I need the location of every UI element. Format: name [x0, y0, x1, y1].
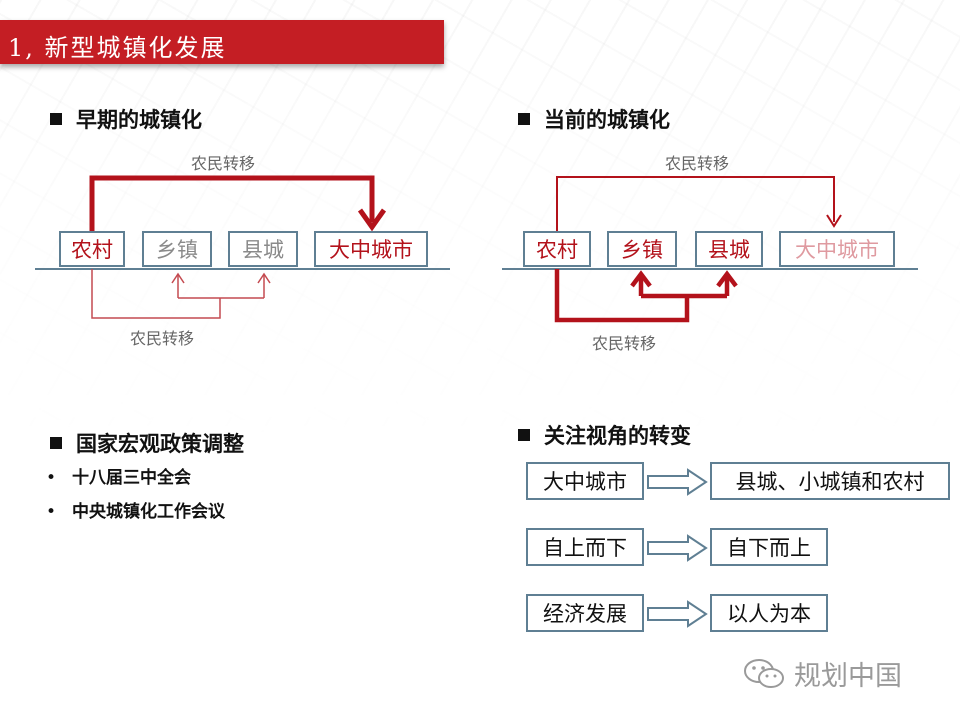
left-node-xiangzhen: 乡镇 — [142, 231, 212, 267]
left-bottom-connector — [91, 269, 221, 319]
perspective-from-2: 经济发展 — [526, 594, 644, 632]
perspective-heading: 关注视角的转变 — [518, 420, 691, 450]
title-bar: 1, 新型城镇化发展 — [0, 20, 444, 64]
left-arrowhead-xiancheng — [257, 272, 271, 284]
perspective-from-0: 大中城市 — [526, 462, 644, 500]
right-bottom-connector — [554, 269, 690, 323]
right-node-xiancheng: 县城 — [695, 231, 763, 267]
square-bullet-icon — [518, 429, 530, 441]
square-bullet-icon — [50, 113, 62, 125]
left-arrowhead-xiangzhen — [171, 272, 185, 284]
watermark: 规划中国 — [742, 654, 902, 693]
left-top-label: 农民转移 — [190, 154, 256, 173]
left-node-xiancheng: 县城 — [228, 231, 298, 267]
perspective-to-0: 县城、小城镇和农村 — [710, 462, 950, 500]
bullet-dot-icon: • — [46, 502, 57, 522]
perspective-to-2: 以人为本 — [710, 594, 828, 632]
right-top-label: 农民转移 — [664, 154, 730, 173]
bullet-dot-icon: • — [46, 468, 57, 488]
hollow-arrow-icon — [647, 468, 708, 496]
left-node-dazhongchengshi: 大中城市 — [314, 231, 428, 267]
right-node-dazhongchengshi: 大中城市 — [779, 231, 895, 267]
left-node-nongcun: 农村 — [59, 231, 125, 267]
perspective-to-1: 自下而上 — [710, 528, 828, 566]
right-node-xiangzhen: 乡镇 — [607, 231, 677, 267]
perspective-heading-text: 关注视角的转变 — [544, 424, 691, 448]
hollow-arrow-icon — [647, 600, 708, 628]
right-arrowhead-xiancheng — [716, 270, 738, 288]
right-heading: 当前的城镇化 — [518, 104, 670, 134]
page-title: 1, 新型城镇化发展 — [8, 34, 227, 62]
policy-item-text: 十八届三中全会 — [72, 468, 191, 488]
right-top-arrowhead — [826, 214, 842, 228]
left-top-arrowhead — [357, 208, 387, 232]
left-heading-text: 早期的城镇化 — [76, 108, 202, 132]
wechat-icon — [744, 658, 784, 688]
right-top-arrow — [556, 176, 835, 231]
policy-item-text: 中央城镇化工作会议 — [72, 502, 225, 522]
right-arrowhead-xiangzhen — [630, 270, 652, 288]
policy-heading-text: 国家宏观政策调整 — [76, 432, 244, 456]
perspective-from-1: 自上而下 — [526, 528, 644, 566]
left-bottom-label: 农民转移 — [129, 329, 195, 348]
watermark-text: 规划中国 — [794, 661, 902, 692]
right-bottom-label: 农民转移 — [591, 334, 657, 353]
square-bullet-icon — [50, 437, 62, 449]
policy-heading: 国家宏观政策调整 — [50, 428, 244, 458]
background-decoration — [0, 0, 960, 440]
policy-item: • 十八届三中全会 — [46, 463, 191, 488]
right-heading-text: 当前的城镇化 — [544, 108, 670, 132]
policy-item: • 中央城镇化工作会议 — [46, 497, 225, 522]
hollow-arrow-icon — [647, 534, 708, 562]
left-heading: 早期的城镇化 — [50, 104, 202, 134]
right-node-nongcun: 农村 — [523, 231, 591, 267]
square-bullet-icon — [518, 113, 530, 125]
left-top-arrow — [89, 175, 375, 231]
